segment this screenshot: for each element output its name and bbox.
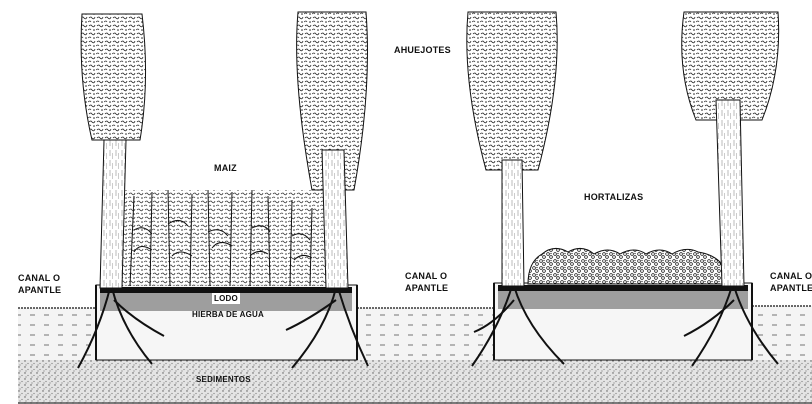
label-hierba-de-agua: HIERBA DE AGUA [192, 309, 264, 320]
label-canal-mid-line2: APANTLE [405, 283, 448, 294]
vegetable-crop [528, 248, 725, 284]
canal-right-water [752, 306, 812, 360]
label-canal-mid-line1: CANAL O [405, 271, 447, 282]
lodo-layer-right [498, 285, 748, 291]
hierba-layer-right [498, 291, 748, 309]
label-lodo: LODO [212, 293, 240, 304]
canal-middle-water [357, 308, 494, 360]
label-ahuejotes: AHUEJOTES [394, 45, 451, 56]
maize-crop [122, 190, 330, 286]
label-hortalizas: HORTALIZAS [584, 192, 643, 203]
tree-ahuejote-4 [682, 12, 779, 286]
label-canal-right-line1: CANAL O [770, 271, 812, 282]
chinampa-right [494, 283, 752, 360]
tree-ahuejote-3 [467, 12, 557, 286]
canal-left-water [18, 308, 96, 360]
label-sedimentos: SEDIMENTOS [196, 374, 251, 385]
label-canal-right-line2: APANTLE [770, 283, 812, 294]
label-maiz: MAIZ [214, 163, 237, 174]
label-canal-left-line2: APANTLE [18, 285, 61, 296]
label-canal-left-line1: CANAL O [18, 273, 60, 284]
